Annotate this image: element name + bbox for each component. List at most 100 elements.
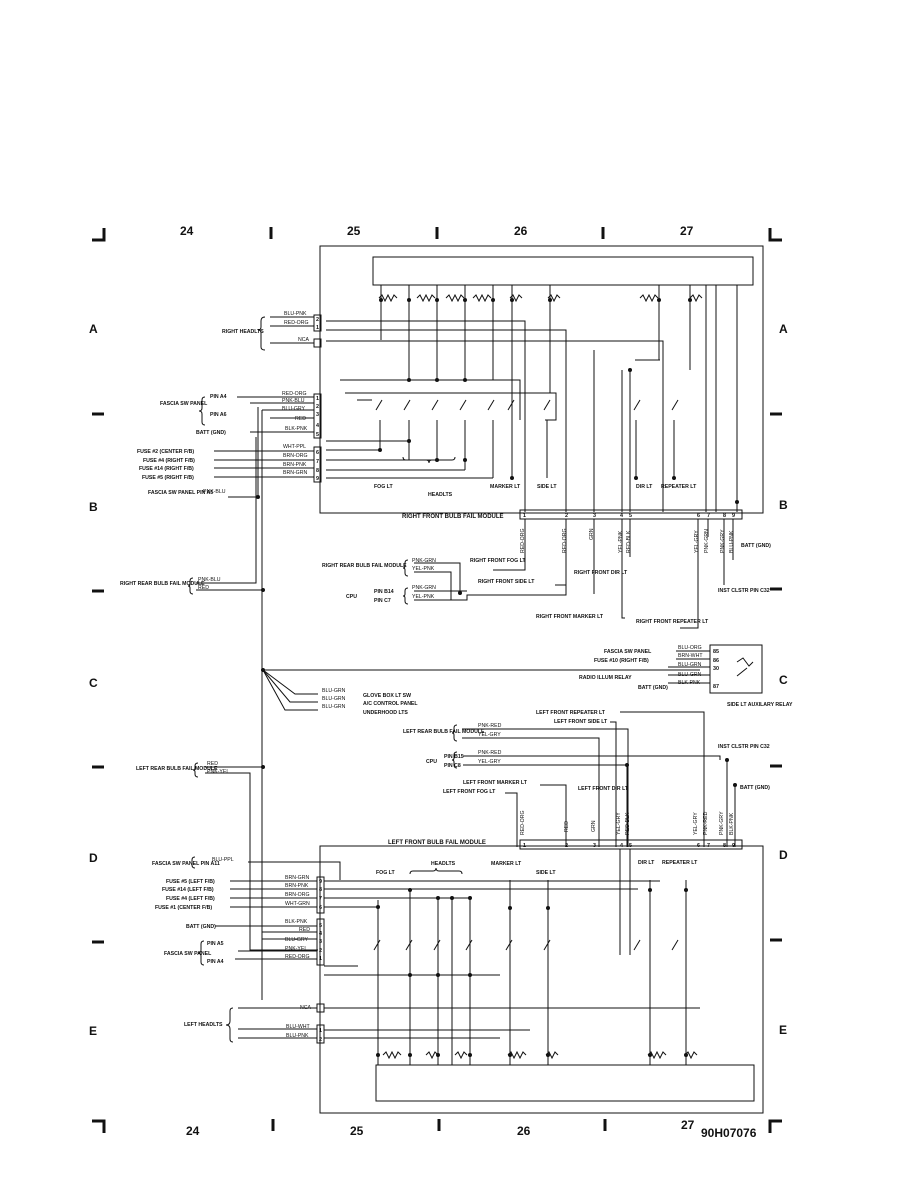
mid-relay-pin-4: 87 [713, 684, 719, 690]
mid-relay-title: SIDE LT AUXILARY RELAY [727, 702, 793, 708]
right-module-box [319, 245, 764, 514]
lm-top-pin-9: 9 [732, 843, 735, 849]
left-module-internal-wiring [324, 849, 700, 1065]
rm-pin-3: 1 [316, 396, 319, 402]
rm-pin-11: 9 [316, 476, 319, 482]
mid-lf-fog: LEFT FRONT FOG LT [443, 789, 496, 795]
lm-section-dir: DIR LT [638, 860, 655, 866]
mid-relay-pin-3: 30 [713, 666, 719, 672]
rm-pin-1: 2 [316, 317, 319, 323]
mid-relay-src-4: BATT (GND) [638, 685, 668, 691]
mid-rf-marker: RIGHT FRONT MARKER LT [536, 614, 604, 620]
grid-row-left-b: B [89, 500, 98, 514]
lm-src-pin-a4: PIN A4 [207, 959, 224, 965]
mid-lf-side: LEFT FRONT SIDE LT [554, 719, 608, 725]
lm-pin-1: 9 [319, 879, 322, 885]
grid-row-right-b: B [779, 498, 788, 512]
mid-bus-wire-2: BLU-GRN [322, 696, 346, 702]
lm-top-pin-1: 1 [523, 843, 526, 849]
lm-section-side: SIDE LT [536, 870, 556, 876]
grid-row-left-e: E [89, 1024, 98, 1038]
lm-top-wire-3: GRN [591, 820, 597, 832]
lm-top-wire-7: PNK-RED [703, 811, 709, 835]
rm-bottom-wire-6: YEL-GRY [694, 530, 700, 553]
lm-pin-7: 3 [319, 939, 322, 945]
rm-wire-11: BRN-PNK [283, 462, 307, 468]
rm-pin-5: 3 [316, 412, 319, 418]
rm-bottom-wire-4: YEL-PNK [618, 530, 624, 553]
mid-relay-pin-1: 85 [713, 649, 719, 655]
lm-src-fascia: FASCIA SW PANEL [164, 951, 212, 957]
rm-section-repeater: REPEATER LT [661, 484, 697, 490]
grid-row-left-a: A [89, 322, 98, 336]
lm-section-fog: FOG LT [376, 870, 395, 876]
rm-src-fuse2: FUSE #2 (CENTER F/B) [137, 449, 194, 455]
mid-rr-bulb: RIGHT REAR BULB FAIL MODULE [322, 563, 407, 569]
rm-bottom-pin-2: 2 [565, 513, 568, 519]
mid-bus-wire-3: BLU-GRN [322, 704, 346, 710]
rm-bottom-wire-2: RED-ORG [562, 529, 568, 554]
mid-lr-bulb: LEFT REAR BULB FAIL MODULE [403, 729, 485, 735]
right-module-internal-wiring [326, 320, 675, 512]
lm-top-wire-2: RED [564, 821, 570, 832]
rm-section-fog: FOG LT [374, 484, 393, 490]
grid-col-bottom-25: 25 [350, 1124, 364, 1138]
right-module-bottom-wires [414, 519, 734, 629]
rm-src-fuse14: FUSE #14 (RIGHT F/B) [139, 466, 194, 472]
lm-wire-8: PNK-YEL [285, 946, 307, 952]
lm-pin-10: 1 [319, 1028, 322, 1034]
grid-col-bottom-26: 26 [517, 1124, 531, 1138]
lm-src-fascia-a11: FASCIA SW PANEL PIN A11 [152, 861, 220, 867]
mid-cpu2-wire-2: YEL-GRY [478, 759, 501, 765]
mid-bus-target-1: GLOVE BOX LT SW [363, 693, 411, 699]
right-module-resistors [378, 293, 703, 303]
lm-top-pin-7: 7 [707, 843, 710, 849]
lm-pin-8: 2 [319, 948, 322, 954]
rm-wire-4: RED-ORG [282, 391, 307, 397]
rm-src-batt: BATT (GND) [196, 430, 226, 436]
grid-col-top-25: 25 [347, 224, 361, 238]
diagram-code: 90H07076 [701, 1126, 757, 1140]
mid-lr-wire-1: PNK-RED [478, 723, 502, 729]
grid-row-left-c: C [89, 676, 98, 690]
right-module-labels: RIGHT FRONT BULB FAIL MODULE BLU-PNK RED… [137, 311, 735, 553]
grid-row-right-a: A [779, 322, 788, 336]
mid-relay-src-2: FUSE #10 (RIGHT F/B) [594, 658, 649, 664]
rm-src-pnk-blu: PNK-BLU [203, 489, 226, 495]
left-module-external-wires [215, 861, 341, 1039]
rm-src-pin-a6: PIN A6 [210, 412, 227, 418]
lm-pin-3: 7 [319, 896, 322, 902]
mid-cpu2-pin-2: PIN C8 [444, 763, 461, 769]
grid-col-bottom-24: 24 [186, 1124, 200, 1138]
grid-row-right-c: C [779, 673, 788, 687]
grid-col-bottom-27: 27 [681, 1118, 695, 1132]
lm-top-wire-6: YEL-GRY [693, 812, 699, 835]
rm-pin-2: 1 [316, 325, 319, 331]
right-module-ic [372, 256, 754, 286]
lm-src-blu-ppl: BLU-PPL [212, 857, 234, 863]
mid-rr-wire-2: YEL-PNK [412, 566, 435, 572]
lm-top-pin-8: 8 [723, 843, 726, 849]
middle-wires [462, 711, 736, 847]
lm-top-pin-2: 2 [565, 843, 568, 849]
mid-lr-left-wire-2: PNK-YEL [207, 769, 229, 775]
rm-bottom-pin-1: 1 [523, 513, 526, 519]
rm-section-marker: MARKER LT [490, 484, 521, 490]
mid-rr-bulb-left: RIGHT REAR BULB FAIL MODULE [120, 581, 205, 587]
lm-wire-11: BLU-WHT [286, 1024, 310, 1030]
rm-bottom-pin-9: 9 [732, 513, 735, 519]
rm-src-fuse5: FUSE #5 (RIGHT F/B) [142, 475, 194, 481]
lm-wire-1: BRN-GRN [285, 875, 309, 881]
grid-col-top-27: 27 [680, 224, 694, 238]
lm-section-marker: MARKER LT [491, 861, 522, 867]
mid-cpu-wire-2: YEL-PNK [412, 594, 435, 600]
mid-rf-side: RIGHT FRONT SIDE LT [478, 579, 535, 585]
lm-top-wire-8: PNK-GRY [719, 811, 725, 835]
mid-cpu2-wire-1: PNK-RED [478, 750, 502, 756]
lm-src-fuse1: FUSE #1 (CENTER F/B) [155, 905, 212, 911]
rm-pin-7: 5 [316, 432, 319, 438]
corner-marks [92, 228, 782, 1133]
rm-wire-2: RED-ORG [284, 320, 309, 326]
middle-labels: RIGHT REAR BULB FAIL MODULE PNK-GRN YEL-… [120, 543, 793, 795]
